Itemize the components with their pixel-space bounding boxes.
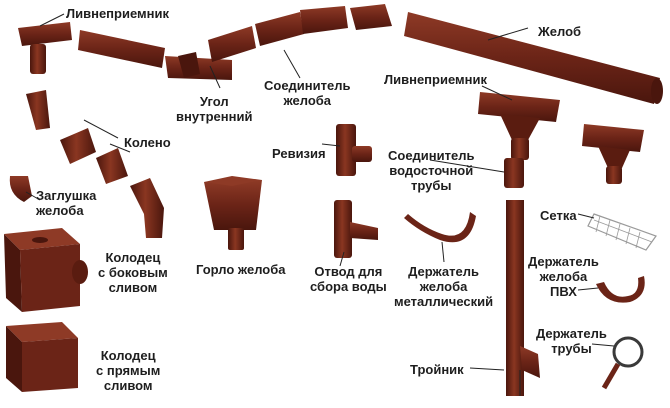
gutter-mesh bbox=[587, 213, 657, 251]
label-koleno: Колено bbox=[124, 135, 171, 150]
label-ugol: Угол внутренний bbox=[176, 94, 253, 124]
label-livnepriemnik-right: Ливнеприемник bbox=[384, 72, 487, 87]
end-cap bbox=[9, 176, 32, 202]
label-derzh-pvh: Держатель желоба ПВХ bbox=[528, 254, 599, 299]
label-reviziya: Ревизия bbox=[272, 146, 326, 161]
label-livnepriemnik-top: Ливнеприемник bbox=[66, 6, 169, 21]
label-otvod: Отвод для сбора воды bbox=[310, 264, 387, 294]
gutter-funnel bbox=[204, 176, 262, 250]
label-derzh-metal: Держатель желоба металлический bbox=[394, 264, 494, 309]
label-zhelob: Желоб bbox=[538, 24, 582, 39]
gutter-main bbox=[404, 12, 663, 104]
label-zaglushka: Заглушка желоба bbox=[36, 188, 97, 218]
label-soed-truby: Соединитель водосточной трубы bbox=[388, 148, 475, 193]
label-gorlo: Горло желоба bbox=[196, 262, 286, 277]
label-troinik: Тройник bbox=[410, 362, 464, 377]
label-soed-zheloba: Соединитель желоба bbox=[264, 78, 351, 108]
metal-gutter-hanger bbox=[404, 212, 476, 243]
rain-diverter bbox=[334, 200, 378, 258]
elbow-set bbox=[26, 90, 164, 238]
label-derzh-truby: Держатель трубы bbox=[536, 326, 607, 356]
inspection-pipe bbox=[336, 124, 372, 176]
label-setka: Сетка bbox=[540, 208, 577, 223]
catch-basin-side bbox=[4, 228, 88, 312]
downspout-pipe bbox=[504, 158, 540, 396]
gutter-top-left-run bbox=[18, 4, 392, 80]
pvc-gutter-hanger bbox=[596, 276, 645, 303]
downspout-outlet-right bbox=[478, 92, 644, 184]
catch-basin-straight bbox=[6, 322, 78, 392]
label-kolodets-bok: Колодец с боковым сливом bbox=[98, 250, 168, 295]
leader-lines bbox=[25, 13, 615, 396]
label-kolodets-pryam: Колодец с прямым сливом bbox=[96, 348, 161, 393]
pipe-bracket bbox=[601, 336, 644, 390]
